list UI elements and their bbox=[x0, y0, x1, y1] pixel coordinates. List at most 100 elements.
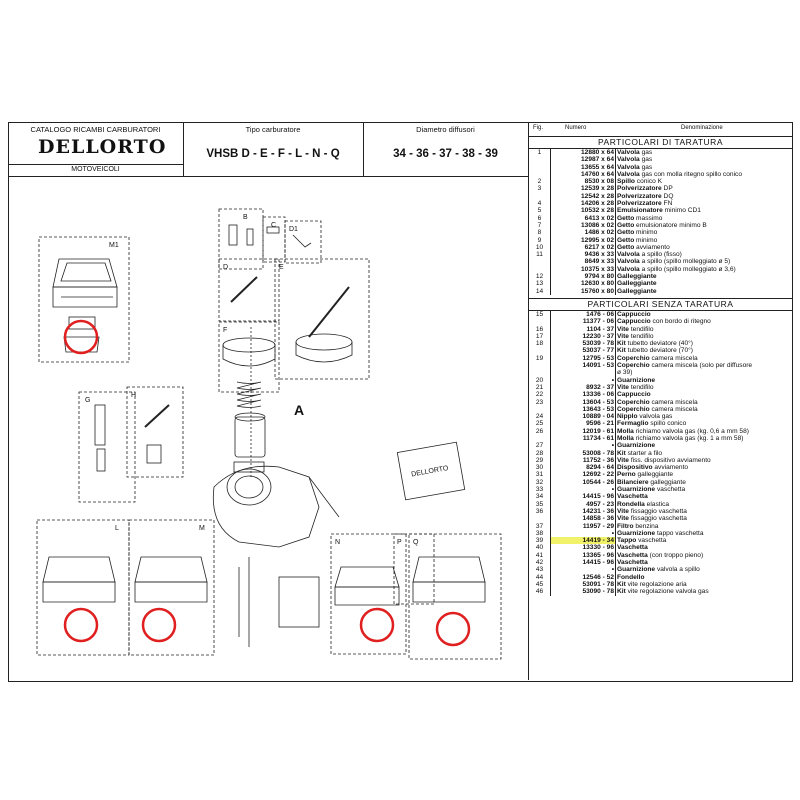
part-desc: ø 39) bbox=[617, 369, 633, 377]
part-number: 12987 x 64 bbox=[550, 156, 616, 164]
part-fig: 21 bbox=[529, 383, 551, 392]
part-fig: 46 bbox=[529, 588, 551, 596]
part-denomination: Vaschetta bbox=[616, 559, 793, 566]
part-number: 9794 x 80 bbox=[550, 273, 616, 281]
part-desc: minimo CD1 bbox=[662, 207, 701, 215]
part-number: 14415 - 96 bbox=[550, 493, 616, 501]
part-desc: benzina bbox=[633, 522, 659, 530]
part-fig bbox=[529, 258, 551, 266]
part-desc: gas bbox=[639, 149, 653, 156]
part-denomination: Cappuccio bbox=[616, 391, 793, 398]
part-fig: 11 bbox=[529, 251, 551, 259]
part-fig bbox=[529, 347, 551, 355]
part-number: 53037 - 77 bbox=[550, 347, 616, 355]
part-name: Vaschetta bbox=[617, 493, 648, 501]
part-desc: conico K bbox=[634, 178, 663, 186]
part-number: 13604 - 53 bbox=[550, 398, 616, 406]
part-name: Valvola bbox=[617, 258, 640, 266]
part-fig: 13 bbox=[529, 280, 551, 288]
part-name: Galleggiante bbox=[617, 287, 657, 295]
part-denomination: Coperchio camera miscela bbox=[616, 406, 793, 413]
part-fig: 33 bbox=[529, 486, 551, 494]
part-desc: galleggiante bbox=[648, 478, 686, 486]
part-denomination: Filtro benzina bbox=[616, 523, 793, 530]
part-desc: richiamo valvola gas (kg. 1 a mm 58) bbox=[633, 434, 744, 442]
part-desc: con bordo di ritegno bbox=[650, 318, 711, 326]
part-fig: 32 bbox=[529, 478, 551, 487]
part-name: Getto bbox=[617, 236, 635, 244]
part-name: Vite bbox=[617, 383, 629, 391]
part-denomination: Vite fissaggio vaschetta bbox=[616, 508, 793, 515]
part-denomination: Valvola gas bbox=[616, 156, 793, 163]
part-name: Rondella bbox=[617, 500, 645, 508]
part-number: 11734 - 61 bbox=[550, 434, 616, 443]
part-desc: valvola a spillo bbox=[655, 566, 700, 574]
part-name: Polverizzatore bbox=[617, 192, 662, 200]
part-denomination: Galleggiante bbox=[616, 280, 793, 287]
part-fig: 19 bbox=[529, 354, 551, 363]
exploded-diagram: M1 B C D1 D E F G H L M N P Q A DELLORTO bbox=[36, 208, 502, 660]
part-denomination: Polverizzatore DQ bbox=[616, 193, 793, 200]
part-number: 14419 - 34 bbox=[550, 537, 616, 545]
part-denomination: Getto minimo bbox=[616, 229, 793, 236]
part-number: 53039 - 78 bbox=[550, 340, 616, 348]
brand-logo: DELLORTO bbox=[38, 136, 167, 158]
part-denomination: Cappuccio bbox=[616, 311, 793, 318]
part-name: Vite bbox=[617, 507, 629, 515]
part-fig: 30 bbox=[529, 464, 551, 472]
part-denomination: Guarnizione tappo vaschetta bbox=[616, 530, 793, 537]
part-denomination: Molla richiamo valvola gas (kg. 0,6 a mm… bbox=[616, 428, 793, 435]
part-number: 13330 - 96 bbox=[550, 544, 616, 552]
part-fig: 2 bbox=[529, 178, 551, 186]
part-number: 1486 x 02 bbox=[550, 229, 616, 237]
part-fig bbox=[529, 405, 551, 414]
part-name: Fermaglio bbox=[617, 420, 649, 428]
highlight-circle-l bbox=[63, 607, 99, 643]
part-name: Valvola bbox=[617, 265, 640, 273]
part-number: 10375 x 33 bbox=[550, 265, 616, 274]
part-name: Cappuccio bbox=[617, 310, 651, 318]
vehicle-category: MOTOVEICOLI bbox=[8, 164, 183, 173]
label-m1: M1 bbox=[109, 242, 119, 249]
part-desc: tubetto deviatore (70°) bbox=[625, 347, 693, 355]
part-desc: a spillo (fisso) bbox=[639, 251, 682, 259]
part-number: 1104 - 37 bbox=[550, 325, 616, 333]
label-e: E bbox=[279, 264, 284, 271]
part-name: Vaschetta bbox=[617, 559, 648, 567]
label-d: D bbox=[223, 264, 228, 271]
parts-list-panel: Fig. Numero Denominazione PARTICOLARI DI… bbox=[528, 122, 792, 680]
part-fig bbox=[529, 163, 551, 171]
part-number: 8649 x 33 bbox=[550, 258, 616, 266]
part-denomination: Vaschetta (con troppo pieno) bbox=[616, 552, 793, 559]
box-d bbox=[218, 258, 280, 322]
part-name: Kit bbox=[617, 340, 626, 348]
label-b: B bbox=[243, 214, 248, 221]
part-fig: 24 bbox=[529, 413, 551, 421]
part-fig bbox=[529, 318, 551, 326]
part-name: Kit bbox=[617, 347, 626, 355]
label-d1: D1 bbox=[289, 226, 298, 233]
part-fig: 28 bbox=[529, 449, 551, 457]
part-denomination: Cappuccio con bordo di ritegno bbox=[616, 318, 793, 325]
part-desc: a spillo (spillo molleggiato ø 3,6) bbox=[639, 265, 736, 273]
part-desc: DQ bbox=[661, 192, 674, 200]
part-name: Guarnizione bbox=[617, 376, 656, 384]
part-fig: 26 bbox=[529, 427, 551, 435]
part-desc: camera miscela bbox=[649, 354, 698, 362]
part-number: • bbox=[550, 529, 616, 538]
